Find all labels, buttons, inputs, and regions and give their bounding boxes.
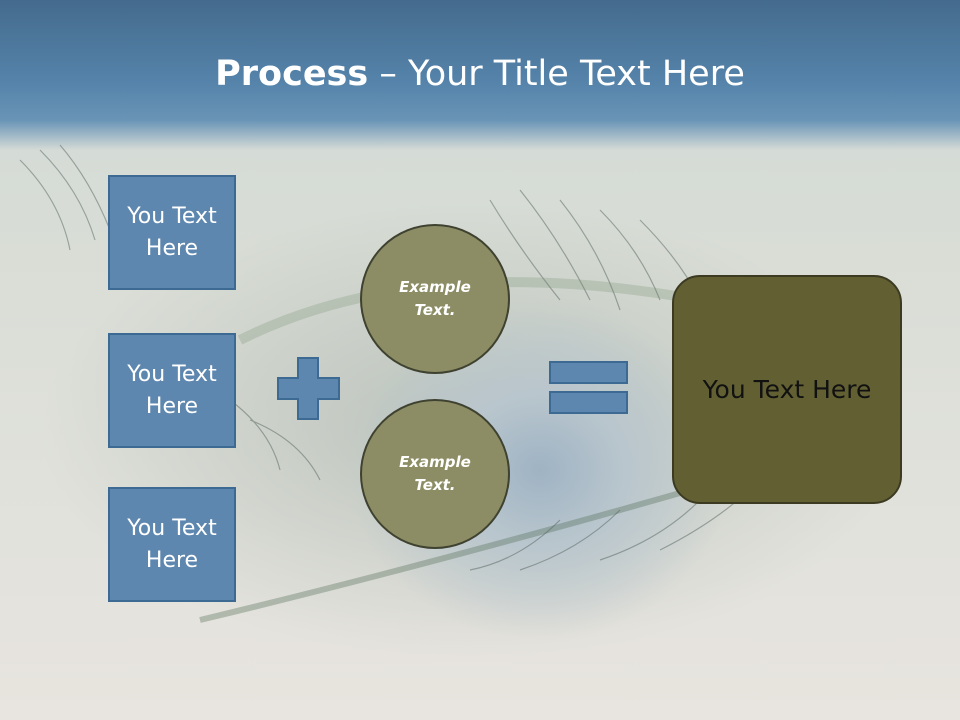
- title-rest: – Your Title Text Here: [368, 54, 745, 94]
- text-box-3-label: You Text Here: [127, 515, 217, 573]
- result-box-label: You Text Here: [702, 375, 872, 404]
- text-box-2: You Text Here: [108, 333, 236, 448]
- title-bar: [0, 0, 960, 150]
- page-title: Process – Your Title Text Here: [0, 52, 960, 96]
- result-box: You Text Here: [672, 275, 902, 504]
- example-circle-2-label: Example Text.: [399, 453, 471, 494]
- example-circle-1-label: Example Text.: [399, 278, 471, 319]
- text-box-3: You Text Here: [108, 487, 236, 602]
- text-box-1-label: You Text Here: [127, 203, 217, 261]
- text-box-1: You Text Here: [108, 175, 236, 290]
- equals-icon: [549, 361, 628, 414]
- example-circle-2: Example Text.: [360, 399, 510, 549]
- plus-icon: [277, 357, 340, 420]
- example-circle-1: Example Text.: [360, 224, 510, 374]
- text-box-2-label: You Text Here: [127, 361, 217, 419]
- title-bold: Process: [215, 54, 369, 94]
